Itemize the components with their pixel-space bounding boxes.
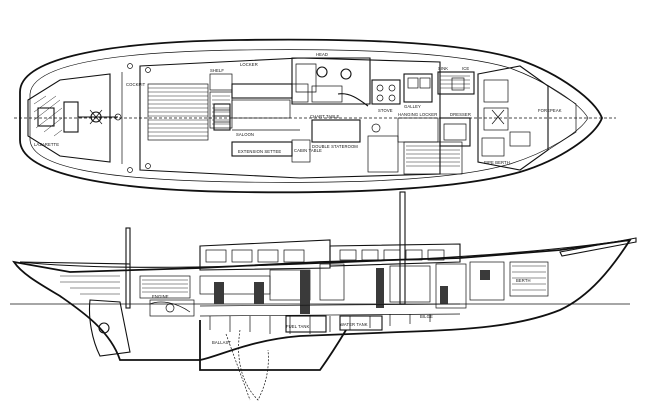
profile-propeller-icon (98, 322, 110, 334)
profile-centreboard (238, 329, 269, 401)
plan-head (291, 57, 371, 107)
profile-mizzen-mast (125, 227, 131, 309)
plan-cockpit-area (27, 63, 151, 173)
profile-keel (199, 320, 347, 371)
plan-label-extension-settee: EXTENSION SETTEE (238, 149, 281, 154)
plan-label-dresser: DRESSER (450, 112, 471, 117)
profile-boom (19, 261, 131, 265)
plan-label-sink: SINK (438, 66, 448, 71)
profile-label-berth: BERTH (516, 278, 531, 283)
profile-main-mast (399, 191, 406, 305)
plan-label-pipe-berth: PIPE BERTH (484, 160, 510, 165)
profile-label-bilge: BILGE (420, 314, 433, 319)
profile-hull-outline (12, 238, 632, 361)
plan-label-chart-table: CHART TABLE (310, 114, 340, 119)
profile-rudder (88, 299, 131, 357)
plan-label-locker: LOCKER (240, 62, 258, 67)
profile-label-ballast: BALLAST (212, 340, 231, 345)
plan-label-double-stateroom: DOUBLE STATEROOM (312, 144, 358, 149)
profile-sheer (19, 239, 629, 268)
plan-label-saloon: SALOON (236, 132, 254, 137)
plan-label-stove: STOVE (378, 108, 393, 113)
profile-label-engine: ENGINE (152, 294, 169, 299)
plan-label-forepeak: FOREPEAK (538, 108, 562, 113)
plan-label-cabin-table: CABIN TABLE (294, 148, 322, 153)
plan-label-shelf: SHELF (210, 68, 224, 73)
plan-label-hanging-locker: HANGING LOCKER (398, 112, 437, 117)
plan-label-head: HEAD (316, 52, 328, 57)
profile-label-fuel-tank: FUEL TANK (286, 324, 310, 329)
deck-plan-view: SALOON EXTENSION SETTEE CABIN TABLE HEAD… (14, 38, 616, 194)
plan-galley (371, 71, 475, 105)
plan-label-lazarette: LAZARETTE (34, 142, 59, 147)
profile-interior (60, 261, 549, 334)
plan-forward-cabin (477, 65, 577, 171)
plan-label-galley: GALLEY (404, 104, 421, 109)
plan-chart-area (311, 117, 471, 175)
profile-view: ENGINE FUEL TANK WATER TANK BALLAST BERT… (10, 191, 637, 401)
plan-label-cockpit: COCKPIT (126, 82, 146, 87)
plan-companionway (213, 103, 231, 131)
profile-bowsprit (559, 237, 637, 257)
plan-inner-sheer (29, 49, 589, 183)
profile-label-water-tank: WATER TANK (340, 322, 368, 327)
profile-deckhouse (199, 239, 461, 271)
plan-label-ice: ICE (462, 66, 469, 71)
